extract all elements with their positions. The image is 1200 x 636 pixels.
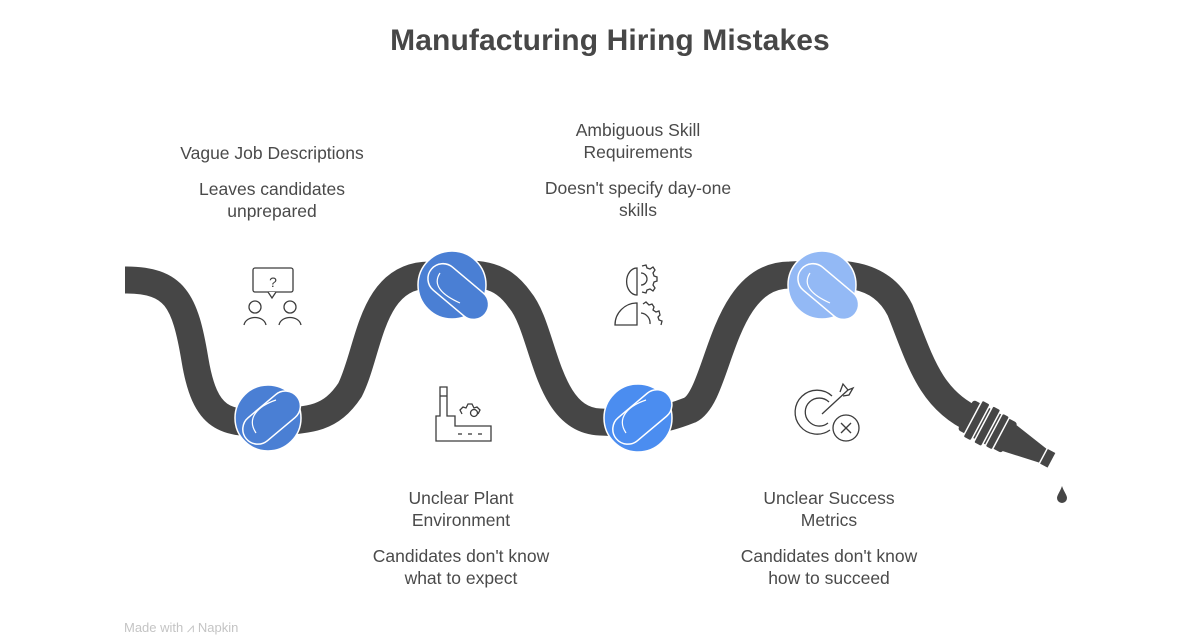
step-description: Candidates don't know how to succeed [740, 546, 918, 588]
knot-3 [603, 383, 673, 453]
step-ambiguous-skill-requirements: Ambiguous Skill Requirements Doesn't spe… [520, 119, 756, 221]
step-vague-job-descriptions: Vague Job Descriptions Leaves candidates… [160, 142, 384, 222]
svg-text:?: ? [269, 274, 277, 290]
napkin-logo-icon: ⩘ [186, 620, 195, 635]
hose-nozzle [958, 399, 1057, 470]
knot-4 [787, 250, 860, 321]
knot-2 [417, 250, 490, 321]
page-title: Manufacturing Hiring Mistakes [390, 24, 830, 57]
step-description: Candidates don't know what to expect [372, 546, 550, 588]
step-heading: Unclear Plant Environment [408, 488, 514, 530]
knot-1 [234, 384, 302, 452]
factory-gear-icon [435, 386, 492, 442]
water-drop-icon [1057, 486, 1067, 503]
target-cancel-icon [794, 382, 860, 442]
step-heading: Unclear Success Metrics [763, 488, 895, 530]
step-description: Doesn't specify day-one skills [544, 178, 732, 220]
head-gears-icon [614, 264, 663, 326]
made-with-napkin-footer: Made with ⩘ Napkin [124, 620, 239, 635]
step-description: Leaves candidates unprepared [199, 179, 345, 221]
people-question-icon: ? [243, 267, 302, 326]
step-heading: Ambiguous Skill Requirements [575, 120, 701, 162]
step-unclear-success-metrics: Unclear Success Metrics Candidates don't… [718, 487, 940, 589]
step-heading: Vague Job Descriptions [180, 143, 364, 163]
step-unclear-plant-environment: Unclear Plant Environment Candidates don… [350, 487, 572, 589]
